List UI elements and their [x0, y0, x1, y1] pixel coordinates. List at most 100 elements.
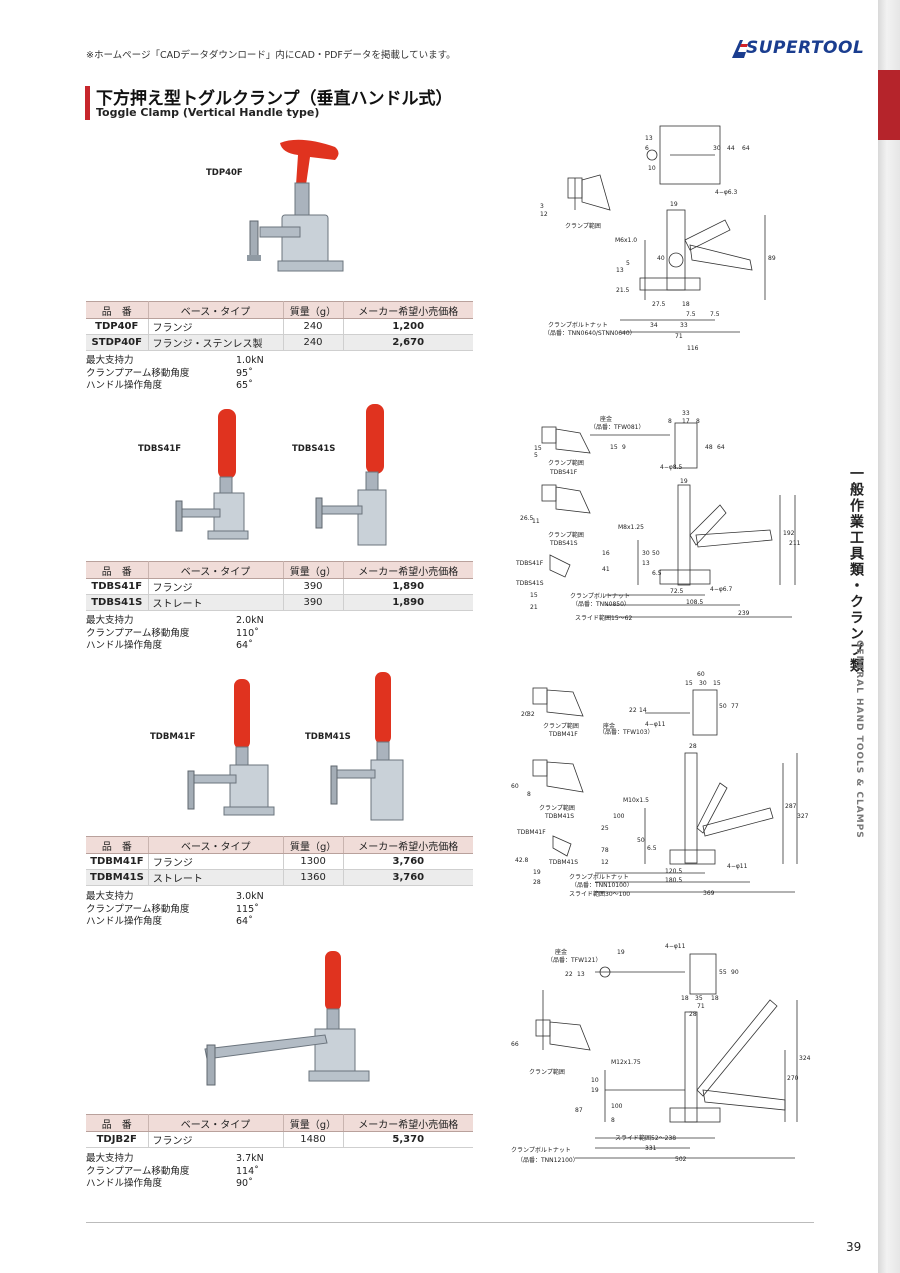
- table-row: TDP40F フランジ 240 1,200: [86, 318, 473, 335]
- washer-part-label: （品番：TFW121）: [547, 957, 602, 964]
- model-note: TDBM41F: [516, 829, 546, 836]
- dim-label: 17: [682, 418, 690, 425]
- dim-label: 22: [565, 971, 573, 978]
- dim-label: 12: [601, 859, 609, 866]
- clamp-range-label: クランプ範囲: [539, 804, 575, 812]
- model-note: TDBM41F: [548, 731, 578, 738]
- dim-label: 11: [532, 518, 540, 525]
- prop-label: クランプアーム移動角度: [86, 903, 190, 915]
- dim-label: 64: [742, 145, 750, 152]
- dim-label: 87: [575, 1107, 583, 1114]
- dim-label: 327: [797, 813, 809, 820]
- dim-label: 5: [626, 260, 630, 267]
- model-note: TDBM41S: [548, 859, 578, 866]
- dim-label: 18: [682, 301, 690, 308]
- spec-table-tdbs41: 品 番 ベース・タイプ 質量（g） メーカー希望小売価格 TDBS41F フラン…: [86, 561, 473, 611]
- dim-label: 78: [601, 847, 609, 854]
- hole-label: 4−φ8.5: [660, 464, 683, 471]
- thread-label: M12x1.75: [611, 1059, 641, 1066]
- prop-value: 64˚: [236, 640, 253, 651]
- prop-value: 110˚: [236, 627, 259, 639]
- cell-price: 1,890: [343, 578, 473, 595]
- dim-label: 8: [668, 418, 672, 425]
- dim-label: 287: [785, 803, 797, 810]
- cell-base: フランジ: [148, 853, 284, 870]
- dim-label: 15: [534, 445, 542, 452]
- table-row: TDBM41F フランジ 1300 3,760: [86, 853, 473, 870]
- bolt-nut-label: クランプボルトナット: [511, 1146, 571, 1154]
- dim-label: 55: [719, 969, 727, 976]
- dim-label: 22: [629, 707, 637, 714]
- thread-label: M8x1.25: [618, 524, 644, 531]
- dim-label: 8: [696, 418, 700, 425]
- model-note: TDBS41F: [549, 469, 578, 476]
- prop-value: 115˚: [236, 903, 259, 915]
- clamp-range-label: クランプ範囲: [565, 222, 601, 230]
- tdp40f-photo: [247, 139, 344, 272]
- dim-label: 50: [652, 550, 660, 557]
- cell-base: フランジ・ステンレス製: [148, 334, 284, 351]
- dim-label: 28: [689, 1011, 697, 1018]
- model-note: TDBM41S: [544, 813, 574, 820]
- prop-value: 3.7kN: [236, 1153, 264, 1164]
- dim-label: 42.8: [515, 857, 529, 864]
- clamp-range-label: クランプ範囲: [529, 1068, 565, 1076]
- col-header-mass: 質量（g）: [283, 301, 344, 319]
- dim-label: 64: [717, 444, 725, 451]
- dim-label: 10: [648, 165, 656, 172]
- dim-label: 12: [540, 211, 548, 218]
- cell-price: 1,890: [343, 594, 473, 611]
- title-accent-bar: [85, 86, 90, 120]
- table-row: TDBS41S ストレート 390 1,890: [86, 594, 473, 611]
- cell-model: TDBS41F: [86, 578, 149, 595]
- dim-label: 13: [616, 267, 624, 274]
- cell-mass: 240: [283, 334, 344, 351]
- cell-mass: 240: [283, 318, 344, 335]
- model-note: TDBS41S: [515, 580, 544, 587]
- dim-label: 50: [637, 837, 645, 844]
- bolt-nut-label: クランプボルトナット: [570, 592, 630, 600]
- prop-value: 65˚: [236, 380, 253, 391]
- table-row: STDP40F フランジ・ステンレス製 240 2,670: [86, 334, 473, 351]
- dim-label: 72.5: [670, 588, 684, 595]
- cell-model: STDP40F: [86, 334, 149, 351]
- cell-base: フランジ: [148, 578, 284, 595]
- clamp-range-label: クランプ範囲: [548, 531, 584, 539]
- prop-value: 114˚: [236, 1165, 259, 1177]
- dim-label: 100: [611, 1103, 623, 1110]
- cell-mass: 1360: [283, 869, 344, 886]
- dim-label: 30: [642, 550, 650, 557]
- dim-label: 13: [577, 971, 585, 978]
- washer-label: 座金: [555, 948, 567, 956]
- dim-label: 270: [787, 1075, 799, 1082]
- col-header-model: 品 番: [86, 301, 149, 319]
- col-header-mass: 質量（g）: [283, 836, 344, 854]
- dim-label: 239: [738, 610, 750, 617]
- dim-label: 28: [533, 879, 541, 886]
- cell-price: 1,200: [343, 318, 473, 335]
- prop-value: 95˚: [236, 367, 253, 379]
- dim-label: 18: [711, 995, 719, 1002]
- model-note: TDBS41F: [515, 560, 544, 567]
- cell-base: フランジ: [148, 1131, 284, 1148]
- col-header-mass: 質量（g）: [283, 1114, 344, 1132]
- table-row: TDBS41F フランジ 390 1,890: [86, 578, 473, 595]
- cell-mass: 1480: [283, 1131, 344, 1148]
- hole-label: 4−φ11: [645, 721, 666, 728]
- dim-label: 30: [713, 145, 721, 152]
- prop-value: 1.0kN: [236, 355, 264, 366]
- dim-label: 71: [697, 1003, 705, 1010]
- col-header-price: メーカー希望小売価格: [343, 301, 473, 319]
- cell-price: 3,760: [343, 869, 473, 886]
- tdp40f-dimension-drawing: 13 6 10 30 44 64 4−φ6.3 3 12 クランプ範囲 19 M…: [540, 125, 776, 352]
- cell-mass: 390: [283, 594, 344, 611]
- dim-label: 7.5: [686, 311, 696, 318]
- col-header-price: メーカー希望小売価格: [343, 561, 473, 579]
- prop-value: 3.0kN: [236, 891, 264, 902]
- cell-model: TDJB2F: [86, 1131, 149, 1148]
- thread-label: M6x1.0: [615, 237, 637, 244]
- dim-label: 44: [727, 145, 735, 152]
- dim-label: 331: [645, 1145, 657, 1152]
- col-header-price: メーカー希望小売価格: [343, 836, 473, 854]
